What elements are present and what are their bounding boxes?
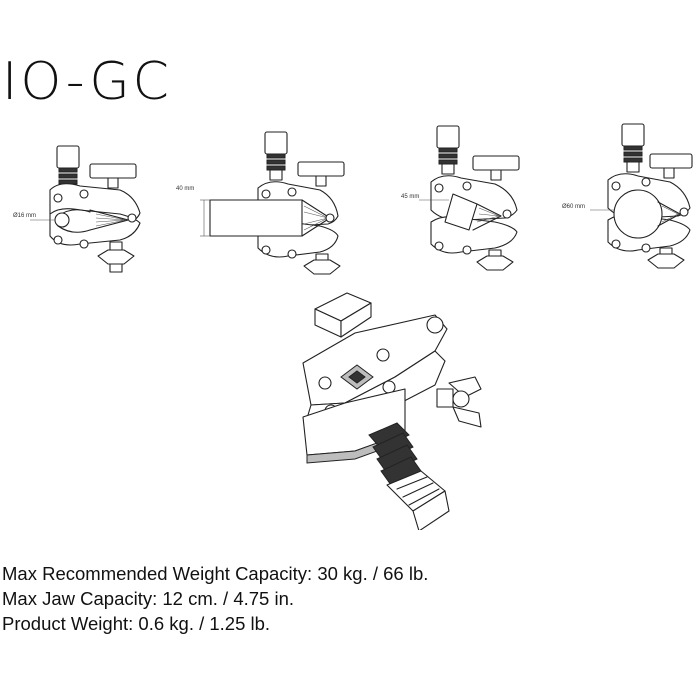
clamp-drawing [49, 145, 141, 273]
product-title: IO-GC [2, 52, 172, 112]
dimension-label: Ø60 mm [562, 204, 585, 210]
specifications: Max Recommended Weight Capacity: 30 kg. … [2, 561, 428, 636]
clamp-drawing [607, 123, 693, 269]
clamp-isometric-drawing [302, 292, 482, 530]
threaded-knob [368, 422, 450, 530]
weight-capacity-spec: Max Recommended Weight Capacity: 30 kg. … [2, 563, 429, 584]
jaw-capacity-spec: Max Jaw Capacity: 12 cm. / 4.75 in. [2, 588, 295, 609]
dimension-label: 45 mm [401, 194, 419, 200]
dimension-label: 40 mm [176, 186, 194, 192]
dimension-label: Ø16 mm [13, 213, 36, 219]
clamp-drawing [430, 125, 520, 271]
clamp-drawing [209, 131, 345, 275]
clamp-view-45mm: 45 mm [401, 125, 520, 271]
clamp-view-16mm: Ø16 mm [13, 145, 141, 273]
clamp-views-row: Ø16 mm 40 mm [0, 118, 700, 288]
clamp-view-60mm: Ø60 mm [562, 123, 693, 269]
product-weight-spec: Product Weight: 0.6 kg. / 1.25 lb. [2, 613, 271, 634]
clamp-view-40mm: 40 mm [176, 131, 345, 275]
